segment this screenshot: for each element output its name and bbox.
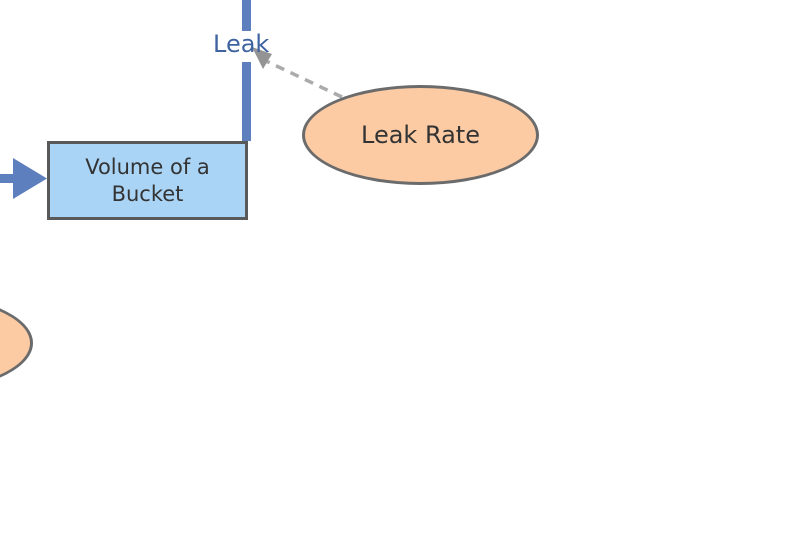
stock-label-line1: Volume of a — [85, 155, 210, 180]
inflow-arrow[interactable] — [0, 158, 47, 199]
leak-flow-pipe-lower[interactable] — [242, 62, 251, 141]
leak-flow-label[interactable]: Leak — [213, 30, 270, 58]
converter-leak-rate[interactable]: Leak Rate — [302, 85, 539, 185]
inflow-arrow-stem — [0, 174, 22, 183]
influence-arrowhead-icon — [252, 47, 272, 69]
stock-volume-of-a-bucket[interactable]: Volume of a Bucket — [47, 141, 248, 220]
leak-flow-pipe-upper[interactable] — [242, 0, 251, 31]
influence-connector[interactable] — [252, 47, 343, 99]
inflow-arrowhead-icon — [13, 158, 47, 199]
influence-connector-dashed-line — [265, 59, 343, 99]
stock-label-line2: Bucket — [111, 181, 184, 206]
converter-leak-rate-label: Leak Rate — [361, 121, 480, 149]
